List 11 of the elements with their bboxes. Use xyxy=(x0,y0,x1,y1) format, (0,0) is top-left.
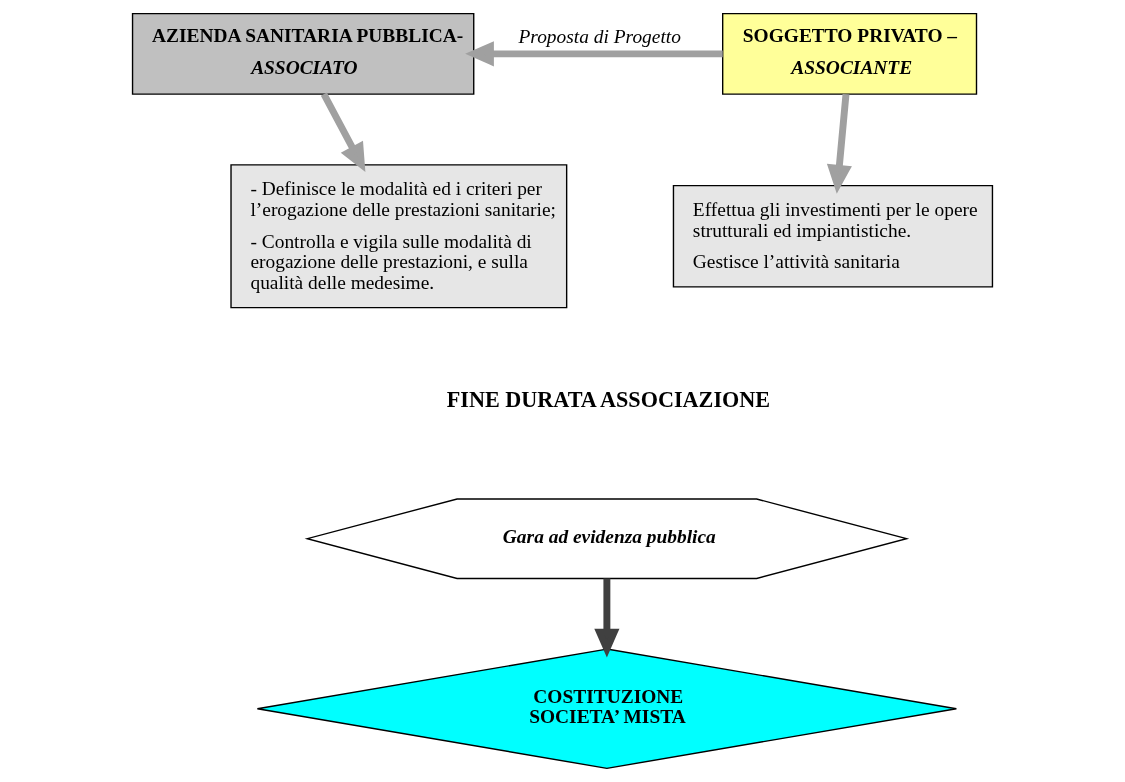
node-box: SOGGETTO PRIVATO – ASSOCIANTE xyxy=(722,12,978,95)
label: FINE DURATA ASSOCIAZIONE xyxy=(446,387,771,413)
node-diamond: COSTITUZIONE SOCIETA’ MISTA xyxy=(256,648,958,770)
node-box: Effettua gli investimenti per le opere strutturali ed impiantistiche. Gestisce l’attività sanitaria xyxy=(672,184,994,288)
node-box: AZIENDA SANITARIA PUBBLICA- ASSOCIATO xyxy=(131,12,475,95)
arrow xyxy=(826,93,852,194)
node-box: - Definisce le modalità ed i criteri per l’erogazione delle prestazioni sanitarie; - Controlla e vigila sulle modalità di erogazione delle prestazioni, e sulla qualità delle medesime. xyxy=(230,164,568,309)
arrow xyxy=(594,578,620,658)
arrow xyxy=(465,41,723,67)
edge-label: Proposta di Progetto xyxy=(518,26,681,48)
arrow xyxy=(320,92,366,173)
